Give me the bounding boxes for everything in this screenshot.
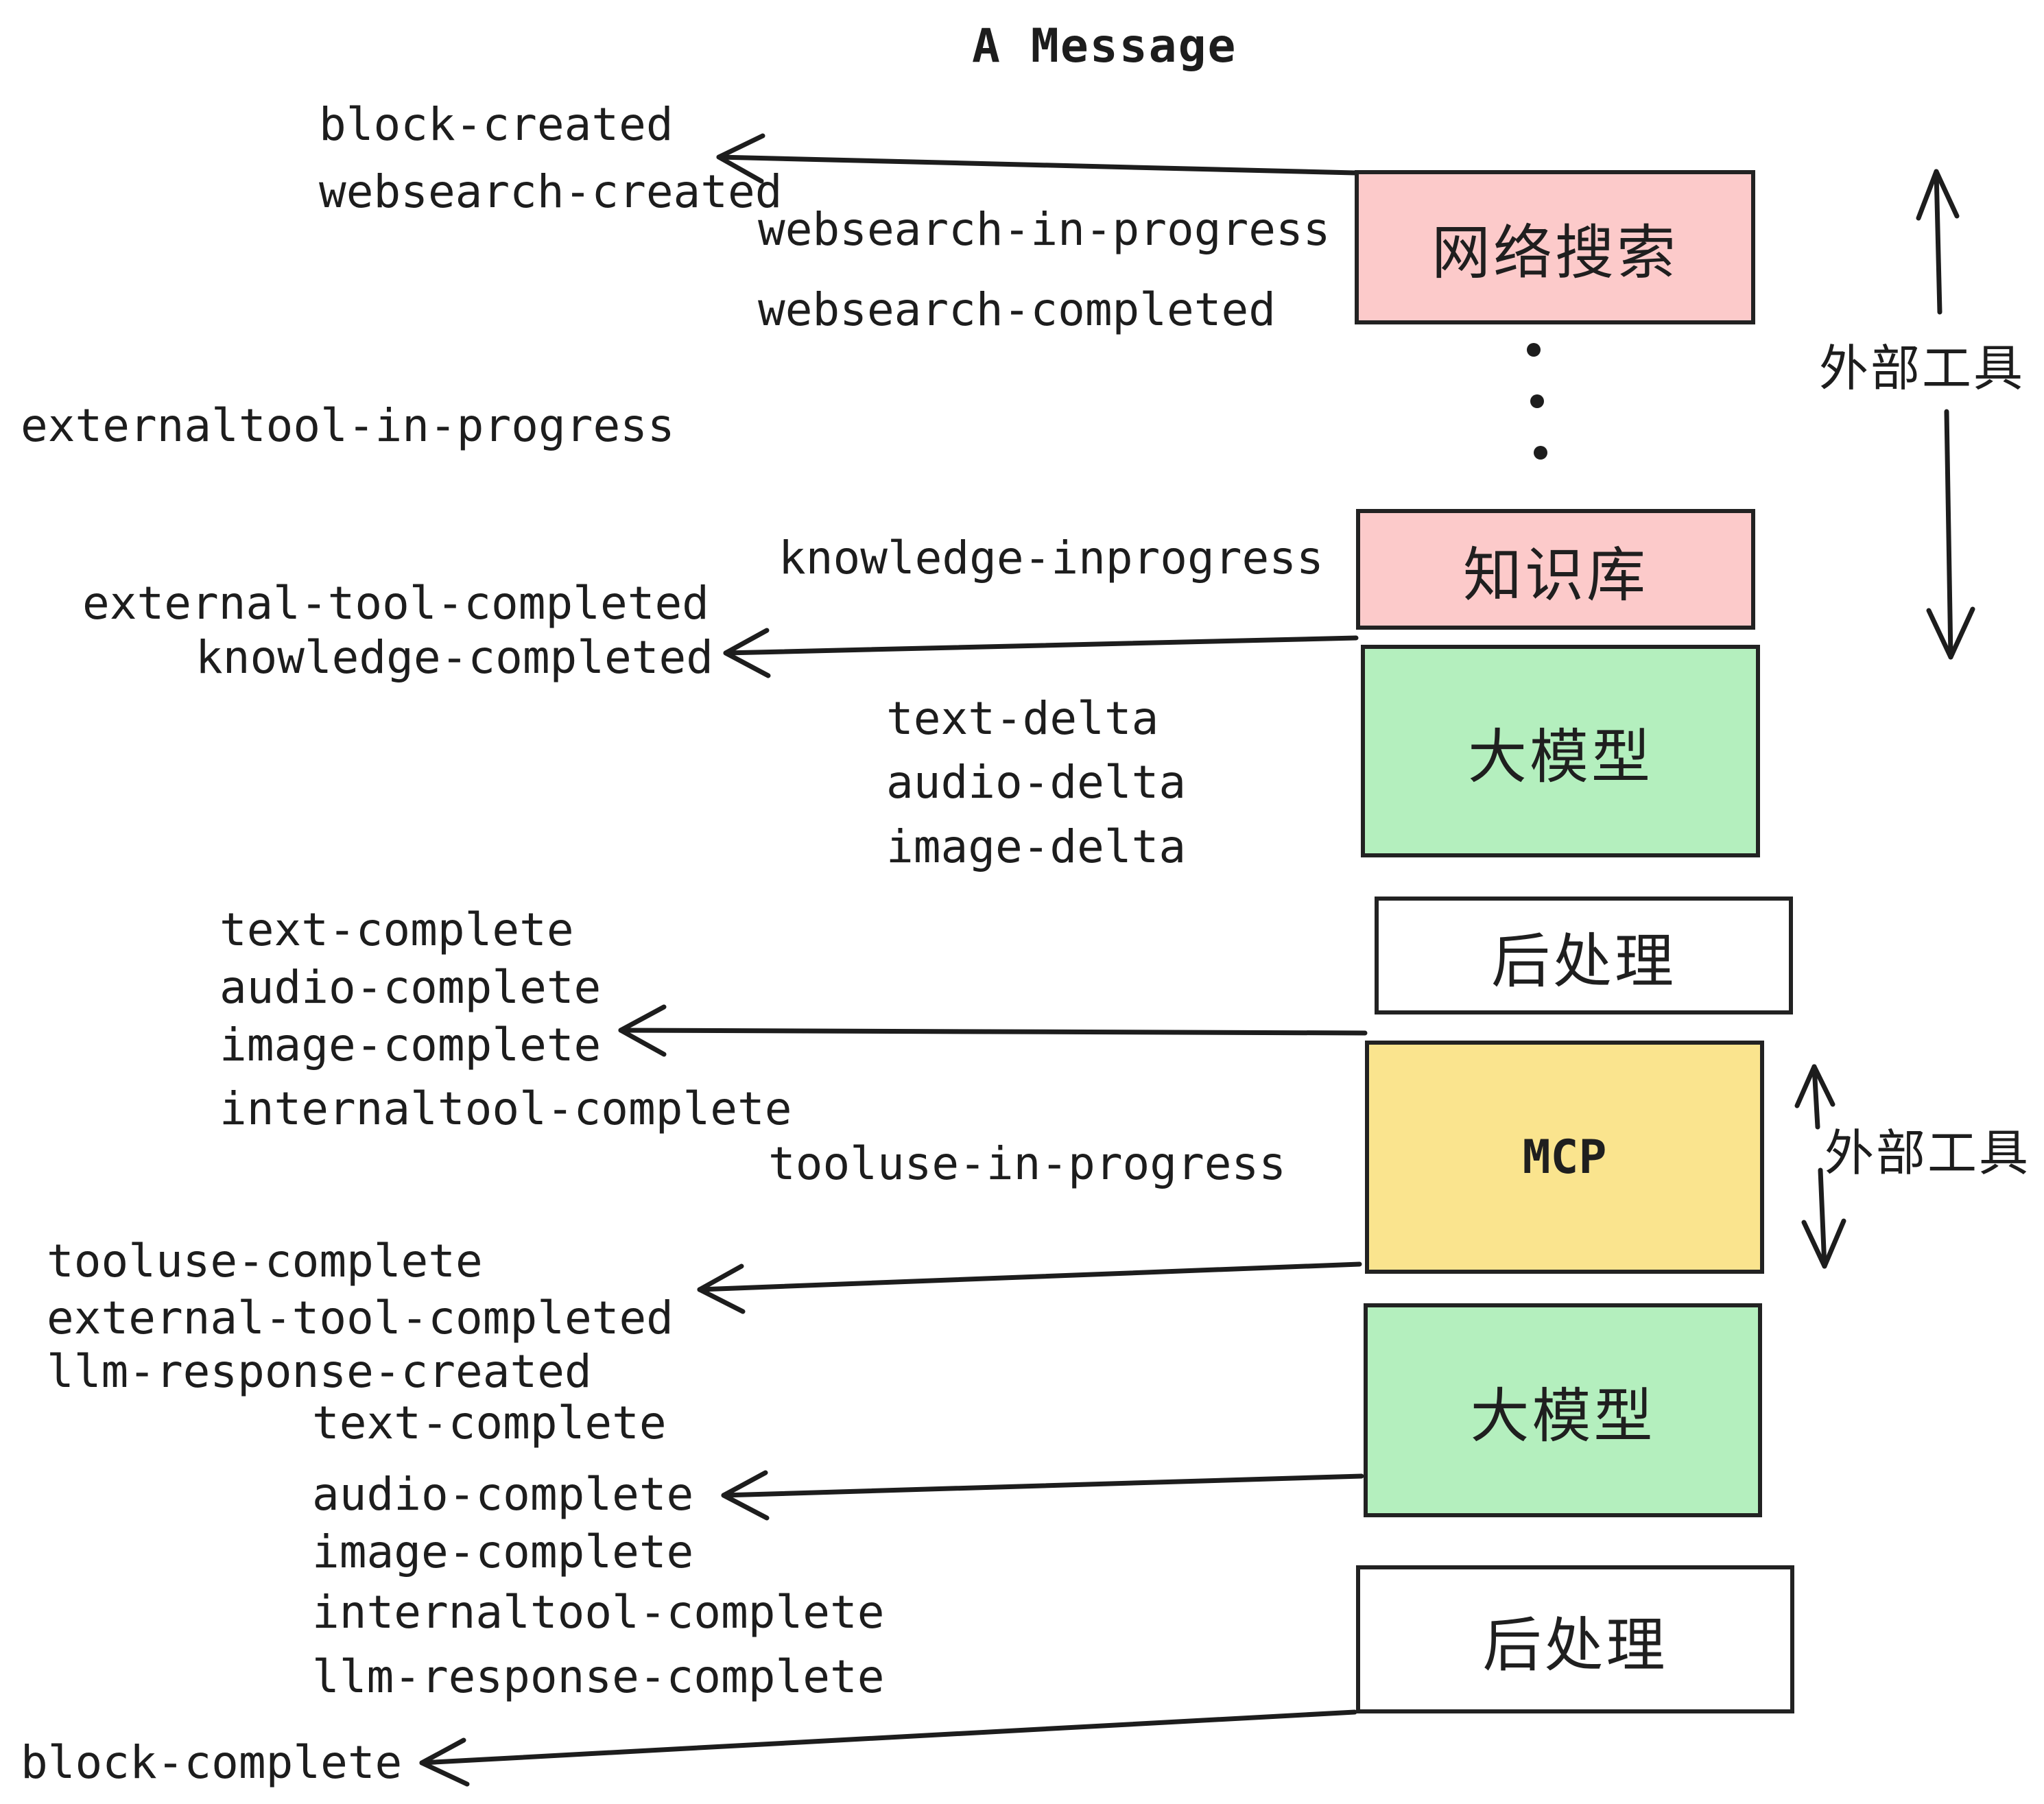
event-label-audio-complete-2: audio-complete	[312, 1468, 694, 1521]
left-arrow-icon	[697, 1261, 1362, 1314]
event-label-tooluse-complete: tooluse-complete	[47, 1235, 483, 1287]
box-knowledge: 知识库	[1356, 509, 1755, 630]
left-arrow-icon	[721, 1470, 1364, 1521]
box-label: 大模型	[1470, 1381, 1656, 1451]
event-label-knowledge-completed: knowledge-completed	[195, 631, 713, 684]
left-arrow-icon	[716, 133, 1357, 184]
event-label-image-complete: image-complete	[219, 1019, 602, 1071]
page-title: A Message	[972, 19, 1237, 73]
event-label-websearch-created: websearch-created	[319, 165, 783, 218]
event-label-text-complete: text-complete	[219, 903, 574, 956]
left-arrow-icon	[723, 628, 1359, 678]
event-label-audio-complete: audio-complete	[219, 961, 602, 1014]
event-label-externaltool-in-progress: externaltool-in-progress	[21, 399, 675, 452]
box-label: 大模型	[1468, 722, 1653, 792]
ellipsis-dots-icon	[1527, 343, 1547, 460]
box-postprocess-2: 后处理	[1356, 1565, 1794, 1713]
event-label-text-delta: text-delta	[886, 692, 1159, 745]
event-label-audio-delta: audio-delta	[886, 756, 1187, 809]
up-arrow-icon	[1794, 1064, 1835, 1130]
event-label-tooluse-in-progress: tooluse-in-progress	[768, 1137, 1286, 1190]
event-label-block-complete: block-complete	[21, 1736, 403, 1789]
box-llm-1: 大模型	[1361, 645, 1760, 857]
side-label-external-tools-2: 外部工具	[1825, 1124, 2031, 1182]
event-label-websearch-in-progress: websearch-in-progress	[758, 203, 1331, 256]
box-label: MCP	[1522, 1130, 1607, 1185]
down-arrow-icon	[1926, 409, 1975, 660]
left-arrow-icon	[618, 1004, 1368, 1057]
event-label-knowledge-inprogress: knowledge-inprogress	[779, 532, 1324, 584]
side-label-external-tools-1: 外部工具	[1819, 340, 2025, 397]
box-llm-2: 大模型	[1364, 1303, 1762, 1517]
event-label-llm-response-complete: llm-response-complete	[312, 1650, 885, 1703]
event-label-internaltool-complete-2: internaltool-complete	[312, 1586, 885, 1639]
event-label-image-complete-2: image-complete	[312, 1526, 694, 1578]
event-label-text-complete-2: text-complete	[312, 1397, 667, 1449]
box-label: 网络搜索	[1431, 219, 1678, 287]
box-label: 后处理	[1491, 927, 1676, 996]
down-arrow-icon	[1801, 1167, 1846, 1269]
box-label: 后处理	[1482, 1611, 1668, 1680]
event-label-internaltool-complete: internaltool-complete	[219, 1082, 792, 1135]
up-arrow-icon	[1916, 169, 1960, 315]
event-label-llm-response-created: llm-response-created	[47, 1345, 592, 1398]
event-label-websearch-completed: websearch-completed	[758, 283, 1276, 336]
event-label-image-delta: image-delta	[886, 820, 1187, 873]
box-label: 知识库	[1463, 541, 1648, 610]
event-label-external-tool-completed: external-tool-completed	[82, 577, 709, 630]
left-arrow-icon	[419, 1709, 1357, 1787]
event-label-block-created: block-created	[319, 98, 674, 151]
event-label-external-tool-completed-2: external-tool-completed	[47, 1292, 674, 1344]
box-postprocess-1: 后处理	[1375, 897, 1793, 1014]
box-websearch: 网络搜索	[1355, 170, 1755, 324]
box-mcp: MCP	[1365, 1041, 1764, 1274]
